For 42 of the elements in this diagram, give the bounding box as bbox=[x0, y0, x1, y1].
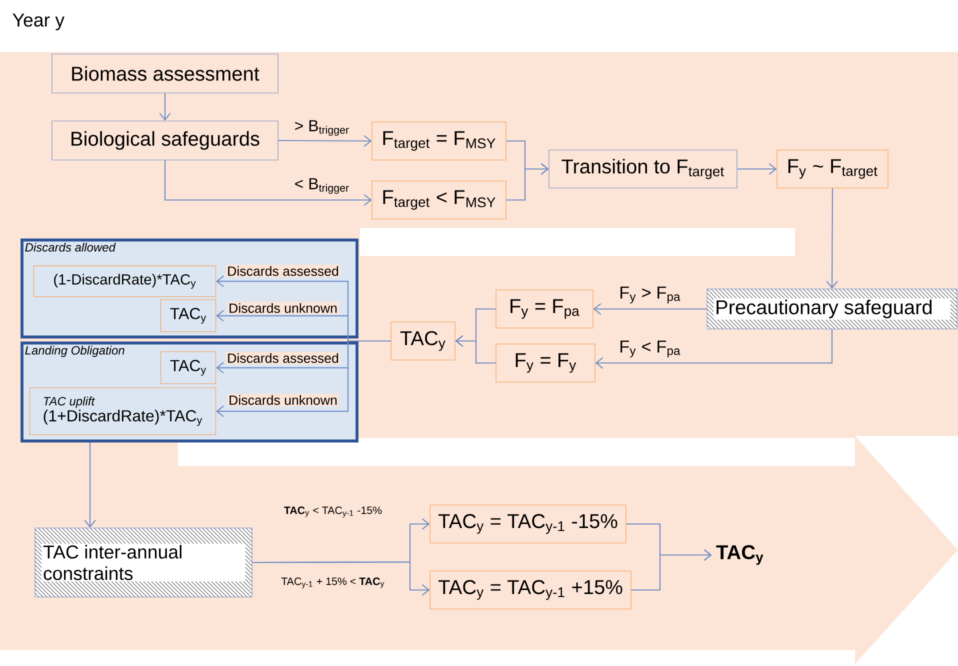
arrow bbox=[595, 329, 833, 369]
condition-box: F$_{target}$ < F$_{MSY}$ bbox=[372, 180, 506, 220]
arrow bbox=[631, 549, 712, 591]
edge-label: F$_{y}$ > F$_{pa}$ bbox=[618, 285, 682, 305]
result-box: (1-DiscardRate)*TAC$_{y}$ bbox=[34, 266, 216, 298]
arrow bbox=[84, 442, 96, 528]
edge-label: Discards unknown bbox=[227, 302, 339, 314]
edge-label: < B$_{trigger}$ bbox=[293, 176, 352, 196]
arrow bbox=[252, 561, 430, 596]
process-box: Biological safeguards bbox=[52, 120, 278, 160]
result-box: TAC$_{y}$ bbox=[160, 352, 216, 384]
result-box: TAC$_{y}$ bbox=[390, 322, 456, 360]
condition-box: F$_{y}$ ~ F$_{target}$ bbox=[776, 150, 888, 188]
edge-label: TAC$_{y-1}$ + 15% < TAC$_{y}$ bbox=[280, 576, 386, 590]
edge-label: Discards assessed bbox=[226, 264, 340, 278]
condition-box: F$_{y}$ = F$_{y}$ bbox=[496, 344, 596, 382]
result-box: TAC$_{y}$ bbox=[160, 300, 216, 332]
arrow bbox=[164, 160, 372, 206]
edge-label: > B$_{trigger}$ bbox=[293, 118, 352, 138]
result-box: TAC$_{y}$ = TAC$_{y-1}$ -15% bbox=[430, 504, 626, 544]
condition-box: F$_{target}$ = F$_{MSY}$ bbox=[372, 122, 506, 160]
result-text: TAC$_{y}$ bbox=[716, 545, 764, 565]
result-box: TAC uplift (1+DiscardRate)*TAC$_{y}$ bbox=[30, 388, 216, 436]
edge-label: Discards unknown bbox=[227, 394, 339, 406]
process-box: Biomass assessment bbox=[52, 54, 278, 94]
hatched-box: TAC inter-annual constraints bbox=[34, 528, 252, 598]
edge-label: Discards assessed bbox=[226, 352, 340, 364]
process-box: Transition to F$_{target}$ bbox=[548, 150, 738, 188]
edge-label: TAC$_{y}$ < TAC$_{y-1}$ -15% bbox=[282, 505, 384, 519]
arrow bbox=[593, 303, 707, 315]
arrow bbox=[826, 188, 838, 289]
arrow bbox=[216, 340, 391, 418]
condition-box: F$_{y}$ = F$_{pa}$ bbox=[496, 290, 594, 328]
title-text: Year y bbox=[12, 14, 64, 30]
result-box: TAC$_{y}$ = TAC$_{y-1}$ +15% bbox=[430, 570, 632, 610]
arrow bbox=[737, 163, 777, 175]
arrow bbox=[159, 93, 171, 121]
edge-label: F$_{y}$ < F$_{pa}$ bbox=[618, 339, 682, 359]
hatched-box: Precautionary safeguard bbox=[706, 288, 958, 330]
arrow bbox=[455, 335, 496, 364]
arrow bbox=[278, 135, 372, 147]
arrow bbox=[506, 163, 549, 201]
